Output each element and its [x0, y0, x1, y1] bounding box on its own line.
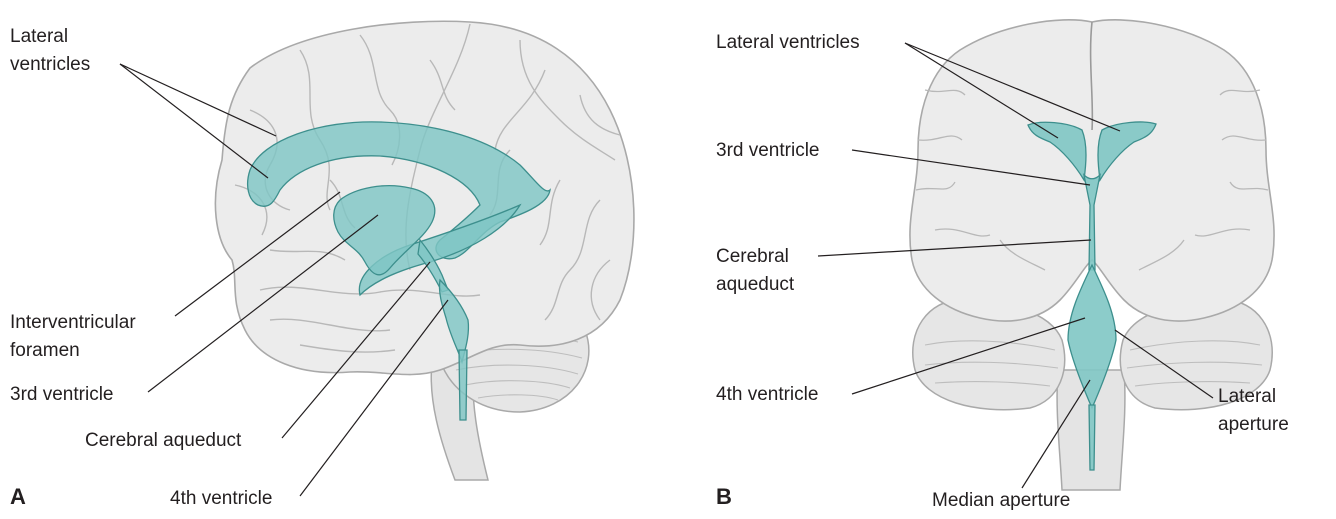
label-a-lateral-ventricles-2: ventricles: [10, 54, 90, 75]
central-canal-a: [459, 350, 467, 420]
label-a-lateral-ventricles-1: Lateral: [10, 26, 68, 47]
label-b-cerebral-aqueduct-2: aqueduct: [716, 274, 795, 295]
panel-a-letter: A: [10, 484, 26, 509]
panel-a: Lateral ventricles Interventricular fora…: [10, 21, 634, 509]
label-a-fourth-ventricle: 4th ventricle: [170, 488, 272, 509]
label-a-interventricular-2: foramen: [10, 340, 80, 361]
label-b-third-ventricle: 3rd ventricle: [716, 140, 820, 161]
label-b-lateral-aperture-2: aperture: [1218, 414, 1289, 435]
label-a-interventricular-1: Interventricular: [10, 312, 136, 333]
panel-b-letter: B: [716, 484, 732, 509]
label-b-cerebral-aqueduct-1: Cerebral: [716, 246, 789, 267]
central-canal-b: [1089, 405, 1095, 470]
label-b-median-aperture: Median aperture: [932, 490, 1070, 511]
label-a-cerebral-aqueduct: Cerebral aqueduct: [85, 430, 242, 451]
label-b-lateral-ventricles: Lateral ventricles: [716, 32, 860, 53]
label-b-lateral-aperture-1: Lateral: [1218, 386, 1276, 407]
label-a-third-ventricle: 3rd ventricle: [10, 384, 114, 405]
label-b-fourth-ventricle: 4th ventricle: [716, 384, 818, 405]
panel-b: Lateral ventricles 3rd ventricle Cerebra…: [716, 20, 1289, 511]
